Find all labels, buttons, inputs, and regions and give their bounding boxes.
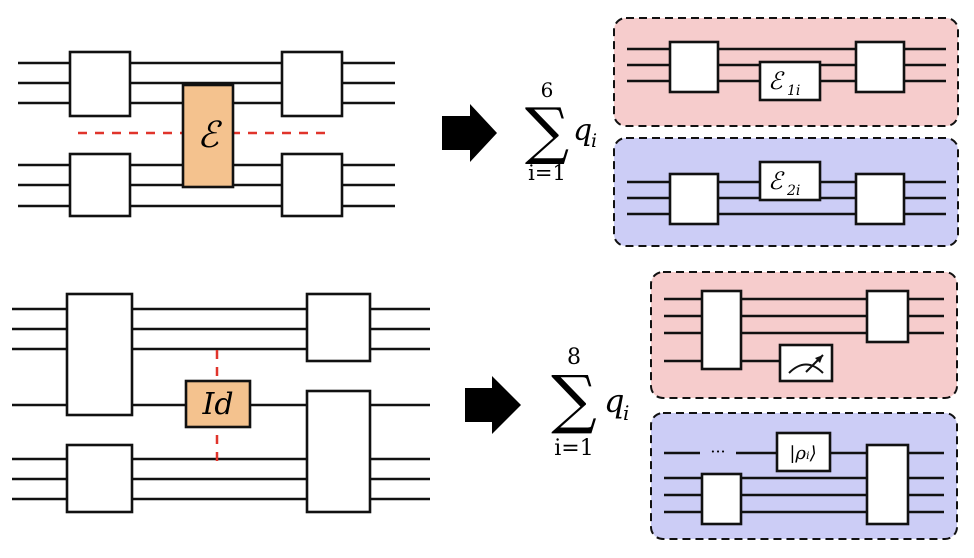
gate-box (700, 472, 743, 526)
arrow-icon (465, 376, 521, 434)
gate-box (668, 40, 720, 94)
weight-q: q (573, 113, 592, 148)
identity-box (184, 379, 252, 429)
bottom-sum: 8 ∑ i=1 q i (551, 345, 629, 461)
gate-box (280, 50, 344, 118)
gate-box (865, 289, 910, 344)
top-term-red-panel: ℰ 1i (613, 17, 959, 127)
state-box (775, 431, 832, 473)
meter-icon (778, 343, 834, 383)
sum-upper-limit: 6 (541, 78, 554, 102)
top-left-circuit: ℰ (18, 50, 395, 218)
identity-label: Id (201, 387, 233, 422)
gate-box (280, 152, 344, 218)
bottom-left-circuit: Id (12, 292, 430, 514)
bottom-term-blue-panel: ··· |ρᵢ⟩ (650, 412, 958, 540)
gate-box (668, 172, 720, 226)
sum-upper-limit: 8 (567, 345, 581, 370)
sum-symbol: ∑ (525, 94, 569, 167)
arrow-icon (442, 104, 497, 162)
sum-symbol: ∑ (551, 363, 597, 437)
channel-label: ℰ (768, 67, 785, 95)
gate-box (68, 50, 132, 118)
top-sum: 6 ∑ i=1 q i (525, 78, 597, 185)
gate-box (854, 172, 906, 226)
channel-box (758, 160, 822, 202)
gate-box (854, 40, 906, 94)
channel-label: ℰ (197, 115, 222, 156)
sum-lower-limit: i=1 (554, 436, 593, 461)
channel-subscript: 2i (786, 183, 800, 199)
top-term-blue-panel: ℰ 2i (613, 137, 959, 247)
channel-box (181, 83, 235, 189)
bottom-term-red-panel (650, 271, 958, 399)
weight-q: q (604, 382, 624, 420)
gate-box (305, 292, 372, 363)
state-label: |ρᵢ⟩ (789, 443, 816, 464)
weight-index: i (623, 401, 629, 425)
gate-box (305, 389, 372, 514)
gate-box (68, 152, 132, 218)
gate-box (700, 289, 743, 371)
gate-box (65, 443, 134, 514)
channel-box (758, 60, 822, 102)
channel-subscript: 1i (787, 83, 800, 99)
weight-index: i (591, 130, 597, 152)
channel-label: ℰ (768, 167, 785, 195)
ellipsis: ··· (710, 442, 725, 461)
sum-lower-limit: i=1 (528, 161, 566, 185)
gate-box (65, 292, 134, 417)
gate-box (865, 443, 910, 526)
